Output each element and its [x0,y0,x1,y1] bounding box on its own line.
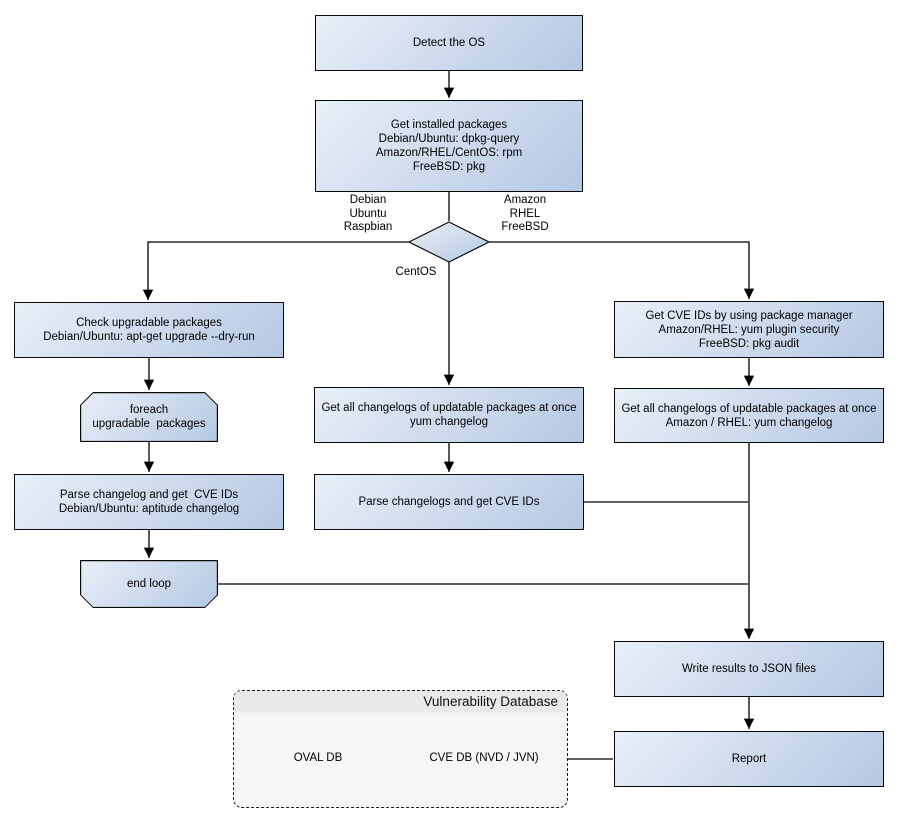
node-detect-os: Detect the OS [315,15,583,71]
node-label: Report [731,753,767,765]
node-label: Parse changelogs and get CVE IDs [358,496,540,508]
node-get-cve-ids-pkg-mgr: Get CVE IDs by using package manager Ama… [614,301,884,358]
node-parse-changelogs-centos: Parse changelogs and get CVE IDs [314,474,584,530]
group-header: Vulnerability Database [234,691,567,713]
group-title: Vulnerability Database [423,694,558,709]
node-label: Get all changelogs of updatable packages… [321,402,577,428]
node-label: Check upgradable packages Debian/Ubuntu:… [43,317,255,343]
node-label: foreach upgradable packages [92,404,206,430]
node-report: Report [614,731,884,787]
node-end-loop: end loop [80,560,218,608]
edge-decision-to-get-cve-ids [489,241,755,299]
branch-label-amazon: Amazon RHEL FreeBSD [501,194,549,233]
node-label: Parse changelog and get CVE IDs Debian/U… [58,489,240,515]
vulnerability-database-group: Vulnerability Database [233,690,568,808]
node-label: Detect the OS [412,37,486,49]
node-label: end loop [126,578,172,590]
node-get-changelogs-amazon: Get all changelogs of updatable packages… [614,388,884,443]
node-foreach-loop: foreach upgradable packages [80,392,218,442]
node-parse-changelog-deb: Parse changelog and get CVE IDs Debian/U… [14,474,284,530]
node-write-results: Write results to JSON files [614,641,884,697]
branch-label-debian: Debian Ubuntu Raspbian [343,194,393,233]
cve-db-label: CVE DB (NVD / JVN) [429,752,539,764]
node-label: Get CVE IDs by using package manager Ama… [645,309,853,350]
node-get-changelogs-centos: Get all changelogs of updatable packages… [314,387,584,443]
node-label: Get installed packages Debian/Ubuntu: dp… [375,119,523,173]
node-check-upgradable: Check upgradable packages Debian/Ubuntu:… [14,302,284,358]
node-label: Get all changelogs of updatable packages… [621,402,877,429]
branch-label-centos: CentOS [395,266,437,278]
oval-db-label: OVAL DB [293,752,343,764]
node-get-installed-packages: Get installed packages Debian/Ubuntu: dp… [315,100,583,192]
node-label: Write results to JSON files [682,663,816,675]
